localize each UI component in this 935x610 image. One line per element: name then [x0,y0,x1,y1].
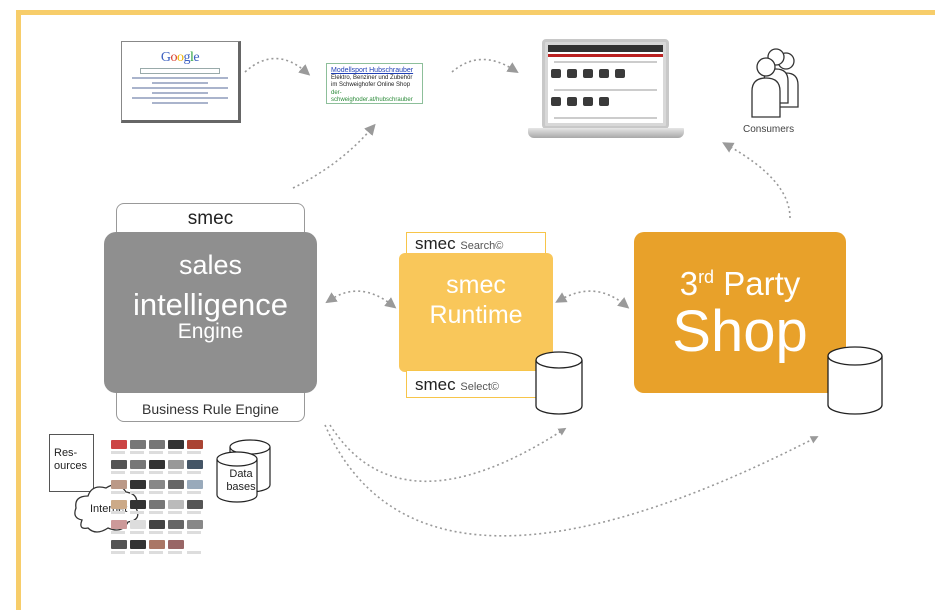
thumbnail [111,500,127,514]
business-rule-engine-tab: Business Rule Engine [116,390,305,422]
ad-line-1: Elektro, Benziner und Zubehör [331,74,413,81]
databases-label: Data bases [226,468,256,493]
arrow-google-to-ad [244,57,311,76]
select-brand: smec [415,375,456,394]
sales-intelligence-engine-box: sales intelligence Engine [104,232,317,393]
consumers-label: Consumers [743,124,795,135]
arrow-engine-to-ad [292,123,376,189]
thumbnail [168,520,184,534]
thumbnail [168,500,184,514]
shop-database-icon [827,346,883,415]
thumbnail [149,440,165,454]
laptop-base [528,128,684,138]
google-logo: Google [160,50,200,65]
thumbnail [149,500,165,514]
smec-select-tab: smec Select© [406,370,546,398]
thumbnail [111,520,127,534]
arrow-runtime-shop [555,290,630,309]
ad-line-2: im Schweighofer Online Shop [331,82,411,88]
arrow-shop-to-laptop [722,142,791,219]
search-suffix: Search© [460,240,504,252]
shop-webpage-screenshot [548,45,663,123]
resources-label-1: Res- [54,447,78,459]
ad-title: Modellsport Hubschrauber [331,67,414,74]
thumbnail [149,460,165,474]
databases-icon [216,439,271,503]
arrow-engine-to-runtime-db [329,424,567,483]
arrow-ad-to-laptop [451,58,519,74]
smec-search-tab: smec Search© [406,232,546,256]
search-ad: Modellsport Hubschrauber Elektro, Benzin… [326,63,423,104]
consumers-icon [751,48,799,118]
product-thumbnails-grid [111,440,204,556]
thumbnail [168,440,184,454]
smec-runtime-box: smec Runtime [399,253,553,372]
thumbnail [111,460,127,474]
thumbnail [111,480,127,494]
runtime-line-2: Runtime [429,301,523,329]
resources-label-2: ources [54,460,88,472]
third-party-shop-box: 3rd Party Shop [634,232,846,393]
thumbnail [187,520,203,534]
thumbnail [130,440,146,454]
thumbnail [168,480,184,494]
thumbnail [111,540,127,554]
arrow-engine-runtime [325,290,397,309]
google-search-box [140,68,220,74]
runtime-line-1: smec [446,271,506,299]
thumbnail [149,520,165,534]
thumbnail [111,440,127,454]
sales-engine-line-1: sales [178,250,243,280]
thumbnail [187,460,203,474]
thumbnail [130,540,146,554]
thumbnail [149,480,165,494]
thumbnail [130,480,146,494]
arrow-engine-to-shop-db [324,424,819,537]
google-search-screenshot: Google [121,41,241,123]
search-brand: smec [415,234,456,253]
laptop-screen [542,39,669,129]
thumbnail [168,540,184,554]
diagram-frame [16,10,935,610]
thumbnail [149,540,165,554]
shop-line-1: 3rd Party [679,265,801,302]
sales-engine-line-3: Engine [177,320,244,343]
smec-brand-tab: smec [116,203,305,235]
thumbnail [130,460,146,474]
select-suffix: Select© [460,381,500,393]
shop-line-2: Shop [672,299,808,364]
thumbnail [187,440,203,454]
thumbnail [187,540,203,554]
thumbnail [187,480,203,494]
thumbnail [187,500,203,514]
resources-document-icon: Res- ources [49,434,94,492]
sales-engine-line-2: intelligence [132,287,289,322]
thumbnail [130,500,146,514]
thumbnail [168,460,184,474]
runtime-database-icon [535,351,583,415]
thumbnail [130,520,146,534]
ad-url: der-schweighoder.at/hubschrauber [331,89,413,104]
